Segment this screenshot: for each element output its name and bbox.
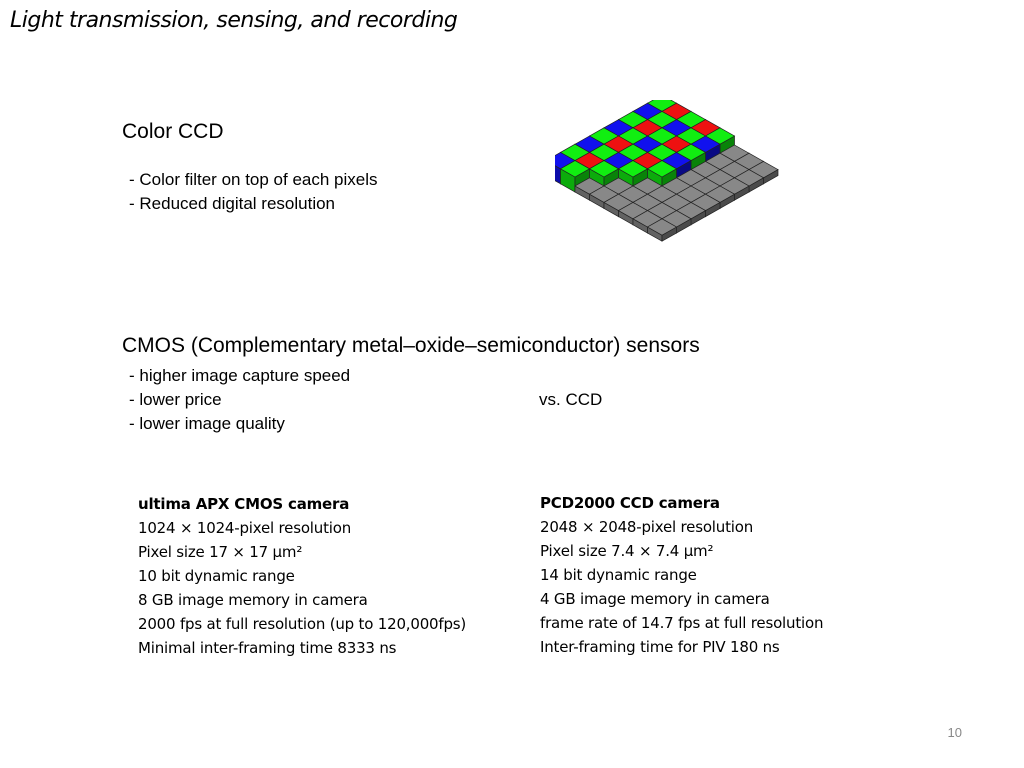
- ccd-heading: Color CCD: [122, 120, 224, 143]
- cmos-spec-fps: 2000 fps at full resolution (up to 120,0…: [138, 615, 467, 633]
- ccd-camera-specs: PCD2000 CCD camera 2048 × 2048-pixel res…: [540, 491, 823, 659]
- ccd-spec-memory: 4 GB image memory in camera: [540, 590, 770, 608]
- cell-top-face: [559, 160, 591, 178]
- cmos-bullet-1: - higher image capture speed: [129, 366, 351, 385]
- cmos-heading: CMOS (Complementary metal–oxide–semicond…: [122, 334, 700, 357]
- cmos-camera-specs: ultima APX CMOS camera 1024 × 1024-pixel…: [138, 492, 466, 660]
- cmos-spec-resolution: 1024 × 1024-pixel resolution: [138, 519, 351, 537]
- cmos-bullet-3: - lower image quality: [129, 414, 285, 433]
- ccd-camera-name: PCD2000 CCD camera: [540, 494, 720, 512]
- slide-title: Light transmission, sensing, and recordi…: [10, 8, 458, 33]
- cmos-bullet-list: - higher image capture speed - lower pri…: [129, 364, 350, 436]
- cmos-spec-memory: 8 GB image memory in camera: [138, 591, 368, 609]
- ccd-spec-fps: frame rate of 14.7 fps at full resolutio…: [540, 614, 824, 632]
- bayer-filter-illustration: [555, 100, 779, 242]
- cmos-spec-dynamic-range: 10 bit dynamic range: [138, 567, 295, 585]
- ccd-spec-interframing: Inter-framing time for PIV 180 ns: [540, 638, 780, 656]
- ccd-bullet-1: - Color filter on top of each pixels: [129, 170, 378, 189]
- vs-ccd-label: vs. CCD: [539, 390, 603, 409]
- cell-top-face: [617, 160, 649, 178]
- ccd-bullet-2: - Reduced digital resolution: [129, 194, 336, 213]
- ccd-spec-dynamic-range: 14 bit dynamic range: [540, 566, 697, 584]
- cmos-spec-interframing: Minimal inter-framing time 8333 ns: [138, 639, 397, 657]
- ccd-spec-resolution: 2048 × 2048-pixel resolution: [540, 518, 753, 536]
- cell-top-face: [646, 218, 678, 236]
- cell-top-face: [588, 160, 620, 178]
- cmos-spec-pixel-size: Pixel size 17 × 17 μm²: [138, 543, 303, 561]
- ccd-bullet-list: - Color filter on top of each pixels - R…: [129, 168, 378, 216]
- cmos-bullet-2: - lower price: [129, 390, 222, 409]
- cell-top-face: [646, 160, 678, 178]
- cmos-camera-name: ultima APX CMOS camera: [138, 495, 350, 513]
- page-number: 10: [947, 725, 962, 740]
- ccd-spec-pixel-size: Pixel size 7.4 × 7.4 μm²: [540, 542, 714, 560]
